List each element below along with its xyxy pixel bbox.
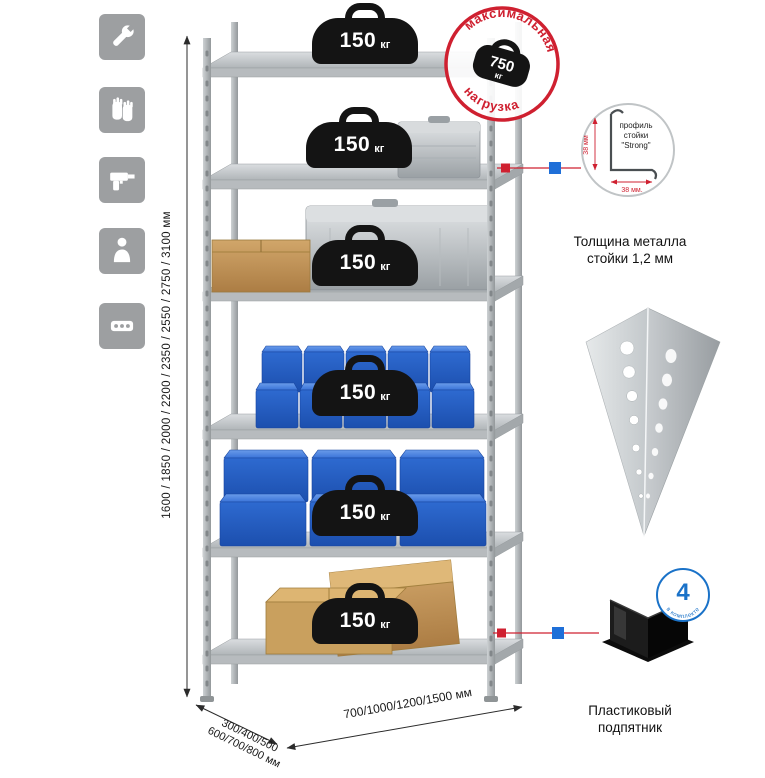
profile-cross-section-drawing — [609, 109, 658, 180]
load-unit: кг — [374, 142, 385, 155]
stamp-value: 750 — [487, 53, 516, 76]
feature-tile-gloves — [99, 87, 145, 133]
feature-tile-drill — [99, 157, 145, 203]
rack-front-posts — [200, 38, 498, 702]
height-dimension-label: 1600 / 1850 / 2000 / 2200 / 2350 / 2550 … — [161, 211, 173, 519]
included-count-badge: 4 в комплекте — [656, 568, 710, 622]
load-value: 150 — [339, 381, 377, 404]
work-gloves-icon — [112, 97, 133, 122]
person-height-icon — [113, 237, 131, 263]
load-unit: кг — [380, 38, 391, 51]
cardboard-box-shelf3 — [211, 239, 311, 293]
profile-caption-line2: стойки 1,2 мм — [586, 251, 674, 266]
profile-label-line3: "Strong" — [621, 141, 650, 150]
profile-dim-vertical: 38 мм — [583, 135, 590, 155]
profile-caption: Толщина металла стойки 1,2 мм — [550, 233, 710, 267]
foot-marker-red — [497, 628, 506, 638]
corner-post-image — [585, 307, 721, 537]
callout-connectors — [493, 162, 599, 639]
rack-back-posts — [231, 22, 522, 684]
perforated-profile-icon — [110, 320, 134, 332]
dimension-lines — [183, 35, 523, 751]
load-value: 150 — [339, 609, 377, 632]
width-dimension-line — [286, 704, 523, 751]
profile-label-line2: стойки — [624, 131, 648, 140]
foot-caption: Пластиковый подпятник — [550, 702, 710, 736]
stamp-unit: кг — [494, 70, 505, 82]
rack-foot-right — [484, 696, 498, 702]
load-value: 150 — [339, 501, 377, 524]
profile-caption-line1: Толщина металла — [573, 234, 687, 249]
load-value: 150 — [339, 29, 377, 52]
feature-tile-person — [99, 228, 145, 274]
profile-marker-blue — [549, 162, 561, 174]
load-value: 150 — [333, 133, 371, 156]
depth-dimension-line — [195, 704, 278, 745]
foot-caption-line1: Пластиковый — [588, 703, 672, 718]
foot-caption-line2: подпятник — [597, 720, 663, 735]
load-unit: кг — [380, 260, 391, 273]
aluminum-case-small — [397, 116, 481, 179]
rack-foot-left — [200, 696, 214, 702]
profile-dim-horizontal: 38 мм. — [621, 187, 642, 194]
feature-tile-assembly — [99, 14, 145, 60]
wrench-icon — [113, 24, 135, 46]
badge-count: 4 — [676, 579, 690, 606]
load-unit: кг — [380, 618, 391, 631]
profile-label-line1: профиль — [619, 121, 652, 130]
max-load-stamp: максимальная нагрузка 750 кг — [444, 0, 566, 122]
feature-tile-profile — [99, 303, 145, 349]
load-value: 150 — [339, 251, 377, 274]
profile-detail-callout: 38 мм 38 мм. профиль стойки "Strong" — [581, 103, 675, 197]
load-unit: кг — [380, 510, 391, 523]
drill-icon — [110, 172, 135, 191]
foot-marker-blue — [552, 627, 564, 639]
stamp-weight: 750 кг — [472, 39, 530, 87]
profile-marker-red — [501, 163, 510, 173]
load-unit: кг — [380, 390, 391, 403]
